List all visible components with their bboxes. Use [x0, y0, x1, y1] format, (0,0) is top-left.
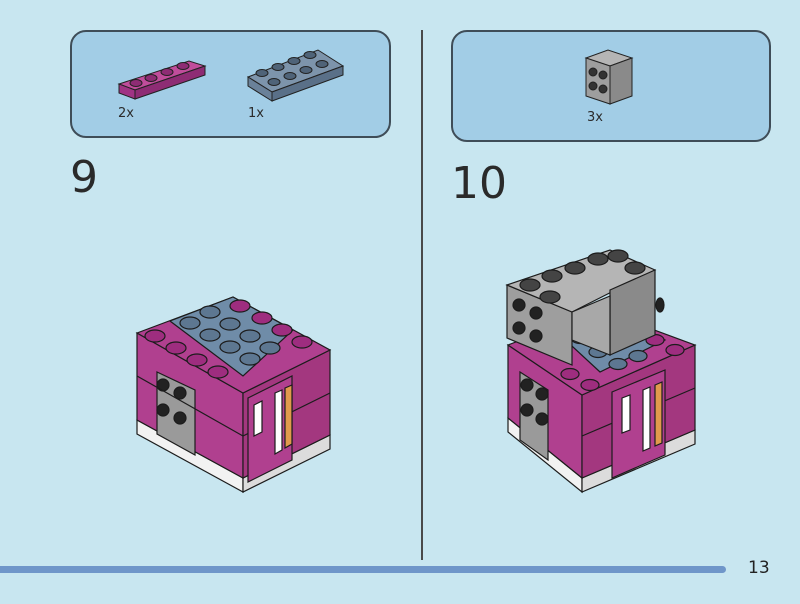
blue-plate-part-icon [246, 49, 345, 102]
gray-brick-part-icon [584, 49, 634, 105]
step-9-model [135, 296, 332, 494]
step-number: 10 [451, 158, 507, 209]
step-number: 9 [70, 152, 98, 203]
step-10-model [505, 249, 697, 494]
part-quantity: 3x [587, 110, 603, 125]
progress-bar [0, 566, 726, 573]
page-number: 13 [748, 558, 770, 578]
part-quantity: 1x [248, 106, 264, 121]
magenta-plate-part-icon [117, 60, 207, 100]
part-quantity: 2x [118, 106, 134, 121]
step-divider [421, 30, 423, 560]
